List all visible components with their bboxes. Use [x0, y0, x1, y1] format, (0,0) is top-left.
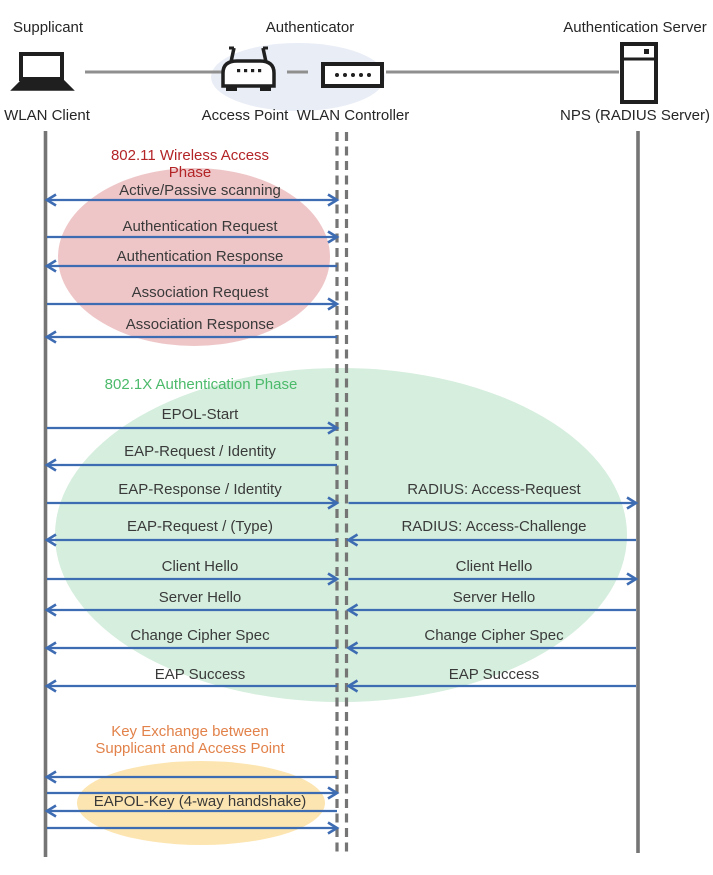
message-label: Change Cipher Spec: [424, 627, 564, 644]
message-label: Authentication Request: [122, 218, 278, 235]
wlan-controller-icon: [321, 62, 384, 88]
message-arrow: [348, 496, 639, 510]
message-arrow: [47, 421, 340, 435]
phase-title-keyexchange: Key Exchange between Supplicant and Acce…: [95, 723, 285, 757]
message-label: Association Response: [125, 316, 275, 333]
access-point-icon: [221, 46, 276, 91]
message-label: EAP-Response / Identity: [118, 481, 282, 498]
message-arrow: [47, 786, 340, 800]
message-arrow: [47, 496, 340, 510]
message-label: Client Hello: [161, 558, 239, 575]
message-label: Server Hello: [452, 589, 536, 606]
message-arrow: [47, 572, 340, 586]
role-label-supplicant: Supplicant: [13, 19, 84, 36]
phase-ellipse-80211: [58, 168, 330, 346]
message-arrow: [44, 804, 337, 818]
message-label: EAPOL-Key (4-way handshake): [93, 793, 307, 810]
message-label: Authentication Response: [116, 248, 284, 265]
message-arrow: [44, 770, 337, 784]
message-arrow: [44, 679, 337, 693]
message-label: Server Hello: [158, 589, 242, 606]
message-arrow: [47, 297, 340, 311]
laptop-icon: [10, 52, 75, 91]
message-arrow: [44, 533, 337, 547]
message-arrow: [346, 533, 636, 547]
message-arrow: [44, 259, 337, 273]
message-arrow: [47, 821, 340, 835]
actor-label-nps: NPS (RADIUS Server): [559, 107, 711, 124]
role-label-authentication-server: Authentication Server: [563, 19, 707, 36]
lifeline-wlan-controller: [335, 132, 349, 856]
message-arrow: [44, 458, 337, 472]
message-label: Association Request: [131, 284, 269, 301]
actor-label-wlan-controller: WLAN Controller: [296, 107, 410, 124]
server-icon: [620, 42, 658, 104]
message-arrow: [346, 603, 636, 617]
message-label: EAP Success: [448, 666, 540, 683]
message-arrow: [44, 641, 337, 655]
message-arrow: [44, 193, 340, 207]
actor-label-wlan-client: WLAN Client: [4, 107, 90, 124]
message-label: EAP Success: [154, 666, 246, 683]
phase-title-8021x: 802.1X Authentication Phase: [104, 376, 298, 393]
message-label: Client Hello: [455, 558, 533, 575]
phase-ellipse-8021x: [55, 368, 627, 702]
message-arrow: [346, 679, 636, 693]
role-label-authenticator: Authenticator: [265, 19, 355, 36]
message-label: Active/Passive scanning: [119, 182, 281, 199]
message-arrow: [44, 603, 337, 617]
phase-ellipse-keyexchange: [77, 761, 325, 845]
message-label: EAP-Request / Identity: [124, 443, 276, 460]
actor-label-access-point: Access Point: [201, 107, 289, 124]
message-arrow: [348, 572, 639, 586]
message-label: RADIUS: Access-Request: [407, 481, 581, 498]
message-label: EPOL-Start: [161, 406, 239, 423]
message-label: EAP-Request / (Type): [127, 518, 273, 535]
phase-title-80211: 802.11 Wireless Access Phase: [110, 147, 270, 181]
message-label: RADIUS: Access-Challenge: [401, 518, 587, 535]
message-arrow: [346, 641, 636, 655]
message-arrow: [44, 330, 337, 344]
message-arrow: [47, 230, 340, 244]
message-label: Change Cipher Spec: [130, 627, 270, 644]
